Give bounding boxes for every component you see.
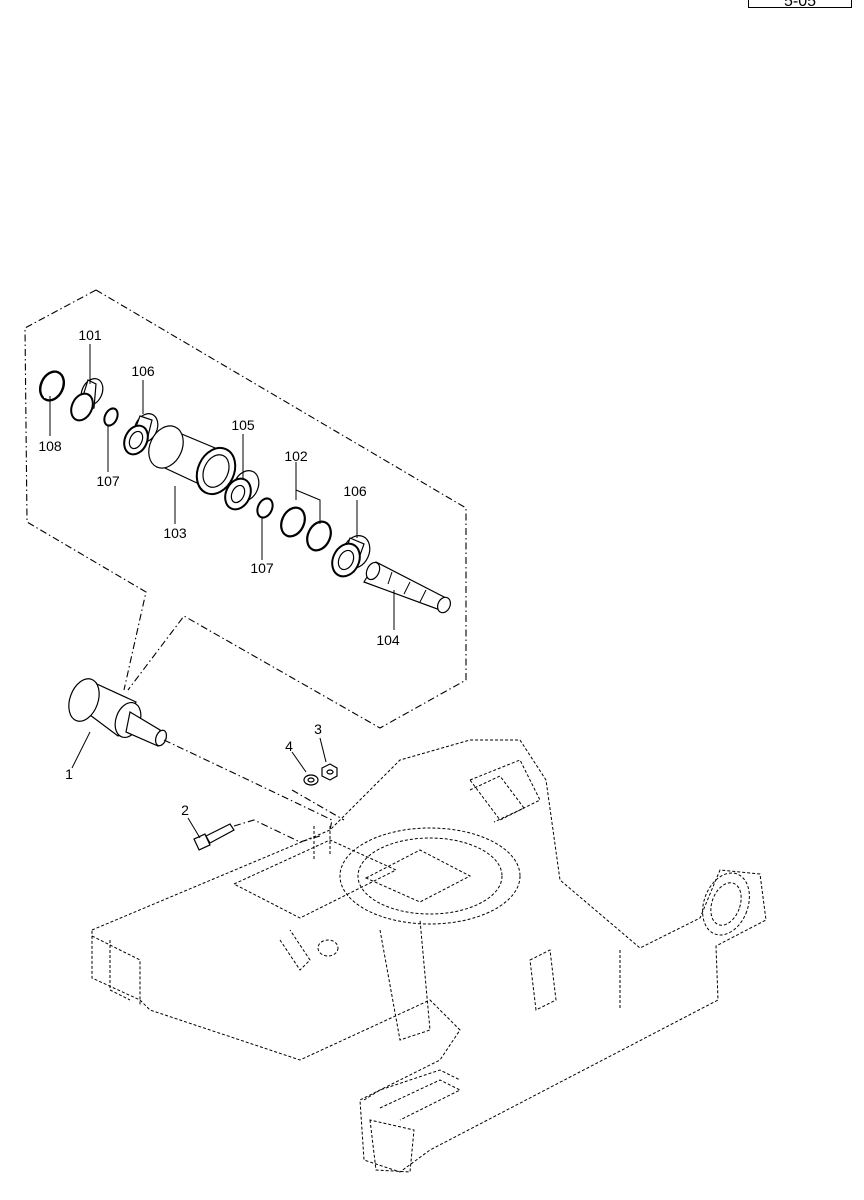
- callout-102: 102: [284, 448, 308, 464]
- part-103-roller-sleeve: [148, 425, 237, 496]
- part-108-snap-ring: [38, 370, 66, 402]
- part-2-bolt: [193, 823, 235, 851]
- part-107-ring-b: [256, 497, 274, 519]
- callout-labels: 101 106 108 107 103 105 102 106 107 104 …: [38, 327, 400, 818]
- page-code-box: 5-05: [748, 0, 852, 10]
- part-3-nut: [321, 763, 338, 781]
- part-107-ring-a: [103, 407, 119, 427]
- callout-101: 101: [78, 327, 102, 343]
- callout-107-upper: 107: [96, 473, 120, 489]
- leader-lines: [49, 344, 395, 839]
- callout-4: 4: [285, 738, 293, 754]
- callout-106-lower: 106: [343, 483, 367, 499]
- callout-1: 1: [65, 766, 73, 782]
- part-102-o-rings: [280, 506, 332, 552]
- callout-104: 104: [376, 632, 400, 648]
- callout-2: 2: [181, 802, 189, 818]
- part-4-washer: [303, 774, 319, 786]
- installation-lines: [163, 739, 345, 843]
- callout-103: 103: [163, 525, 187, 541]
- callout-106-upper: 106: [131, 363, 155, 379]
- part-106-bearing-a: [123, 413, 159, 456]
- track-frame-phantom: [91, 739, 767, 1173]
- callout-3: 3: [314, 721, 322, 737]
- callout-108: 108: [38, 438, 62, 454]
- callout-107-lower: 107: [250, 560, 274, 576]
- part-106-bearing-b: [331, 535, 371, 578]
- exploded-view-boundary: [24, 289, 467, 729]
- part-101-collar: [70, 378, 104, 422]
- callout-105: 105: [231, 417, 255, 433]
- part-1-upper-roller-assembly: [68, 678, 168, 747]
- part-105-bearing: [224, 470, 260, 511]
- part-104-shaft: [363, 561, 452, 614]
